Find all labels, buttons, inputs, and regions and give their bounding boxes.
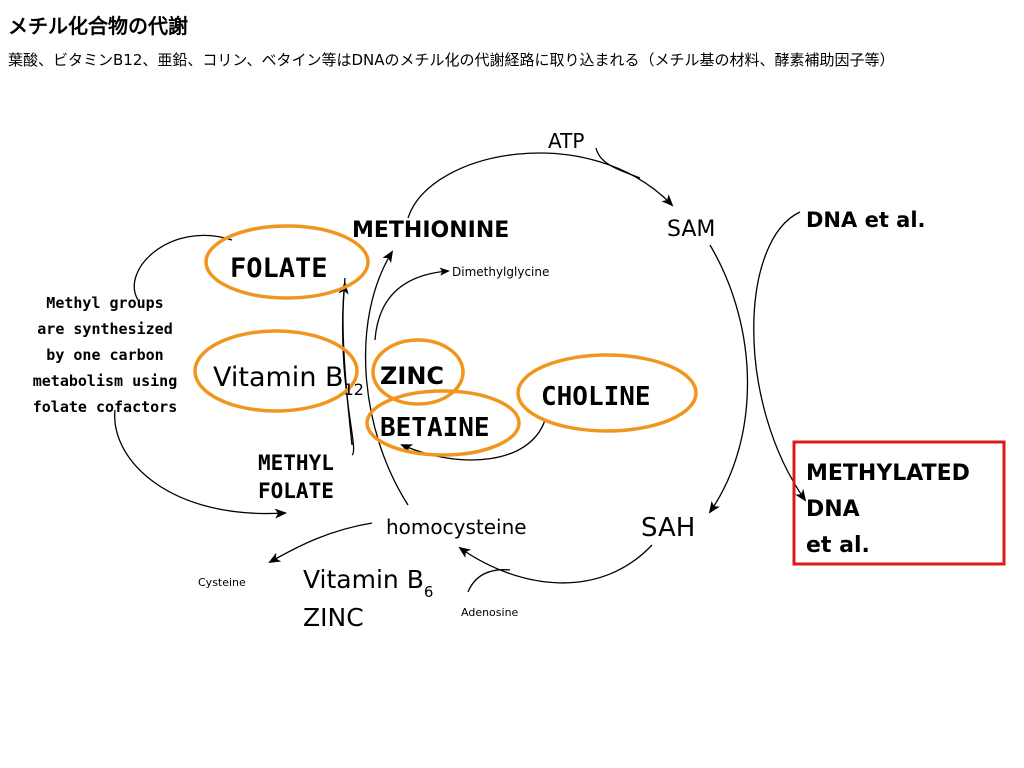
arrow-methionine-to-sam [407, 152, 674, 219]
vitamin-b6-label: Vitamin B6 [303, 565, 433, 601]
sah-label: SAH [641, 513, 695, 543]
methionine-label: METHIONINE [352, 218, 509, 243]
zinc-label: ZINC [380, 362, 444, 390]
vitamin-b6-subscript: 6 [424, 583, 434, 601]
methyl-folate-label-line2: FOLATE [258, 479, 334, 503]
zinc-highlight [371, 338, 465, 406]
adenosine-label: Adenosine [461, 606, 519, 619]
vitamin-b12-subscript: 12 [344, 380, 364, 399]
slide-subtitle: 葉酸、ビタミンB12、亜鉛、コリン、ベタイン等はDNAのメチル化の代謝経路に取り… [8, 51, 895, 69]
arrow-atp [595, 147, 641, 179]
atp-label: ATP [548, 129, 584, 153]
methyl-groups-note: Methyl groups are synthesized by one car… [33, 294, 178, 416]
arrow-adenosine [467, 569, 511, 593]
methyl-groups-line: metabolism using [33, 372, 178, 390]
choline-label: CHOLINE [541, 382, 651, 412]
methyl-folate-label-line1: METHYL [258, 451, 334, 475]
vitamin-b6-text: Vitamin B [303, 565, 424, 594]
arrow-dimethylglycine [374, 267, 450, 341]
arrow-homocysteine-to-cysteine [268, 522, 373, 563]
methyl-groups-line: by one carbon [46, 346, 163, 364]
betaine-label: BETAINE [380, 413, 490, 443]
arrow-homocysteine-to-methionine [364, 250, 409, 506]
arrow-dna-to-methylated [753, 211, 807, 502]
methyl-groups-line: folate cofactors [33, 398, 178, 416]
dimethylglycine-label: Dimethylglycine [452, 265, 549, 279]
zinc-b6-label: ZINC [303, 603, 364, 632]
methylated-dna-line3: et al. [806, 533, 870, 558]
methyl-groups-line: Methyl groups [46, 294, 163, 312]
betaine-highlight [365, 389, 521, 457]
methylated-dna-line2: DNA [806, 497, 860, 522]
folate-label: FOLATE [230, 253, 328, 284]
methylated-dna-line1: METHYLATED [806, 461, 970, 486]
arrow-sah-homocysteine [458, 544, 653, 584]
arrow-to-folate [338, 282, 353, 446]
arrow-to-methyl-folate [114, 409, 287, 519]
arrow-folate-loop [133, 234, 233, 301]
slide-title: メチル化合物の代謝 [8, 14, 188, 38]
folate-highlight [204, 224, 370, 300]
choline-highlight [516, 353, 698, 433]
dna-label: DNA et al. [806, 208, 926, 232]
arrow-sam-to-sah [708, 244, 749, 514]
methylated-dna-box [792, 440, 1006, 566]
cysteine-label: Cysteine [198, 576, 246, 589]
sam-label: SAM [667, 217, 715, 242]
methyl-groups-line: are synthesized [37, 320, 172, 338]
vitamin-b12-highlight [193, 329, 359, 413]
vitamin-b12-text: Vitamin B [213, 362, 344, 393]
homocysteine-label: homocysteine [386, 515, 527, 539]
vitamin-b12-label: Vitamin B12 [213, 362, 364, 399]
